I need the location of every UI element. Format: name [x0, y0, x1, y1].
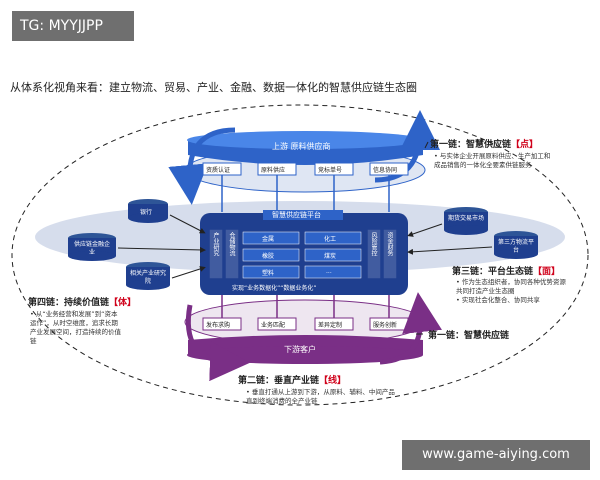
chain3-title: 第三链：平台生态链【面】	[452, 264, 560, 277]
chain4-bullet-text: 从“业务经营和发展”到“资本运作”，从时空维度，追求长期产业发展空间，打造持续的…	[30, 310, 121, 345]
inner-left-2: 仓储物流	[228, 232, 235, 256]
chain1-tag: 【点】	[511, 140, 539, 150]
chain4-title-text: 第四链：持续价值链	[28, 298, 110, 308]
commodity-grid	[242, 231, 362, 279]
bottom-box-group	[202, 295, 409, 331]
top-arrow-right	[374, 110, 440, 183]
chain2-bullet: • 垂直打通从上游到下游，从原料、辅料、中间产品直到终端消费的全产业链	[246, 388, 395, 405]
chain3-bullet-1-text: 作为生态组织者，协同各种优势资源共同打造产业生态圈	[456, 278, 566, 295]
bottom-box-3: 差异定制	[318, 322, 343, 329]
chain3-bullet-1: • 作为生态组织者，协同各种优势资源共同打造产业生态圈	[456, 278, 566, 295]
inner-right-1: 风险管控	[370, 232, 377, 256]
watermark: www.game-aiying.com	[402, 440, 590, 470]
top-banner-cap	[187, 131, 423, 149]
grid-cell-1: 金属	[262, 236, 275, 243]
chain4-title: 第四链：持续价值链【体】	[28, 295, 136, 308]
bottom-box-2: 业务匹配	[261, 322, 286, 329]
inner-right-2: 资金财务	[386, 232, 393, 256]
left-node-3: 相关产业研究院	[130, 270, 167, 285]
grid-cell-3: 橡胶	[262, 253, 275, 260]
bottom-arrow-left	[185, 304, 250, 382]
left-nodes	[68, 199, 170, 290]
top-box-group	[202, 162, 409, 212]
left-node-2: 供应链金融企业	[73, 241, 110, 256]
chain2-tag: 【线】	[319, 376, 347, 386]
bottom-box-4: 服务创新	[373, 322, 398, 329]
chain1-title-text: 第一链：智慧供应链	[430, 140, 512, 150]
tag-badge: TG: MYYJJPP	[12, 11, 134, 41]
grid-cell-6: ...	[326, 268, 332, 275]
chain4-bullet: • 从“业务经营和发展”到“资本运作”，从时空维度，追求长期产业发展空间，打造持…	[30, 310, 121, 345]
left-node-1: 银行	[140, 209, 153, 216]
top-box-3: 竞标单号	[318, 167, 343, 174]
platform-label-bar	[263, 210, 343, 220]
grid-cell-5: 塑料	[262, 270, 275, 277]
top-arrow-left	[168, 127, 236, 205]
bottom-banner-label: 下游客户	[284, 345, 316, 354]
outer-ring	[11, 104, 589, 406]
chain4-tag: 【体】	[109, 298, 137, 308]
platform-label: 智慧供应链平台	[272, 211, 321, 219]
chain3-title-text: 第三链：平台生态链	[452, 267, 534, 277]
chain3-bullet-2: • 实现社会化整合、协同共享	[456, 296, 540, 304]
top-box-2: 原料供应	[261, 167, 286, 174]
inner-bottom-label: 实现“业务数据化”“数据业务化”	[232, 285, 317, 292]
grid-cell-4: 煤炭	[324, 253, 337, 260]
right-node-1: 期货交易市场	[448, 215, 485, 222]
chain2-title-text: 第二链：垂直产业链	[238, 376, 320, 386]
chain2-bullet-text: 垂直打通从上游到下游，从原料、辅料、中间产品直到终端消费的全产业链	[246, 388, 395, 405]
top-box-4: 信息协同	[373, 167, 398, 174]
right-nodes	[444, 207, 538, 259]
bottom-arrow-right	[379, 292, 442, 365]
grid-cell-2: 化工	[324, 236, 337, 243]
right-node-2: 第三方物流平台	[498, 239, 535, 254]
chain3-bullet-2-text: 实现社会化整合、协同共享	[461, 296, 540, 304]
chain3-tag: 【面】	[533, 267, 561, 277]
chain1b-label: 第一链：智慧供应链	[428, 331, 510, 341]
top-banner-label: 上游 原料供应商	[272, 142, 331, 151]
top-box-1: 资质认证	[206, 167, 231, 174]
chain2-title: 第二链：垂直产业链【线】	[238, 373, 346, 386]
inner-left-1: 产业研究	[212, 232, 219, 256]
page-caption: 从体系化视角来看：建立物流、贸易、产业、金融、数据一体化的智慧供应链生态圈	[10, 81, 417, 94]
chain1-bullet: • 与实体企业开展原料供应、生产加工和成品销售的一体化全要素供链服务	[434, 152, 551, 169]
chain1-title: 第一链：智慧供应链【点】	[430, 137, 538, 150]
chain1-bullet-text: 与实体企业开展原料供应、生产加工和成品销售的一体化全要素供链服务	[434, 152, 551, 169]
bottom-box-1: 发布求购	[206, 322, 231, 329]
